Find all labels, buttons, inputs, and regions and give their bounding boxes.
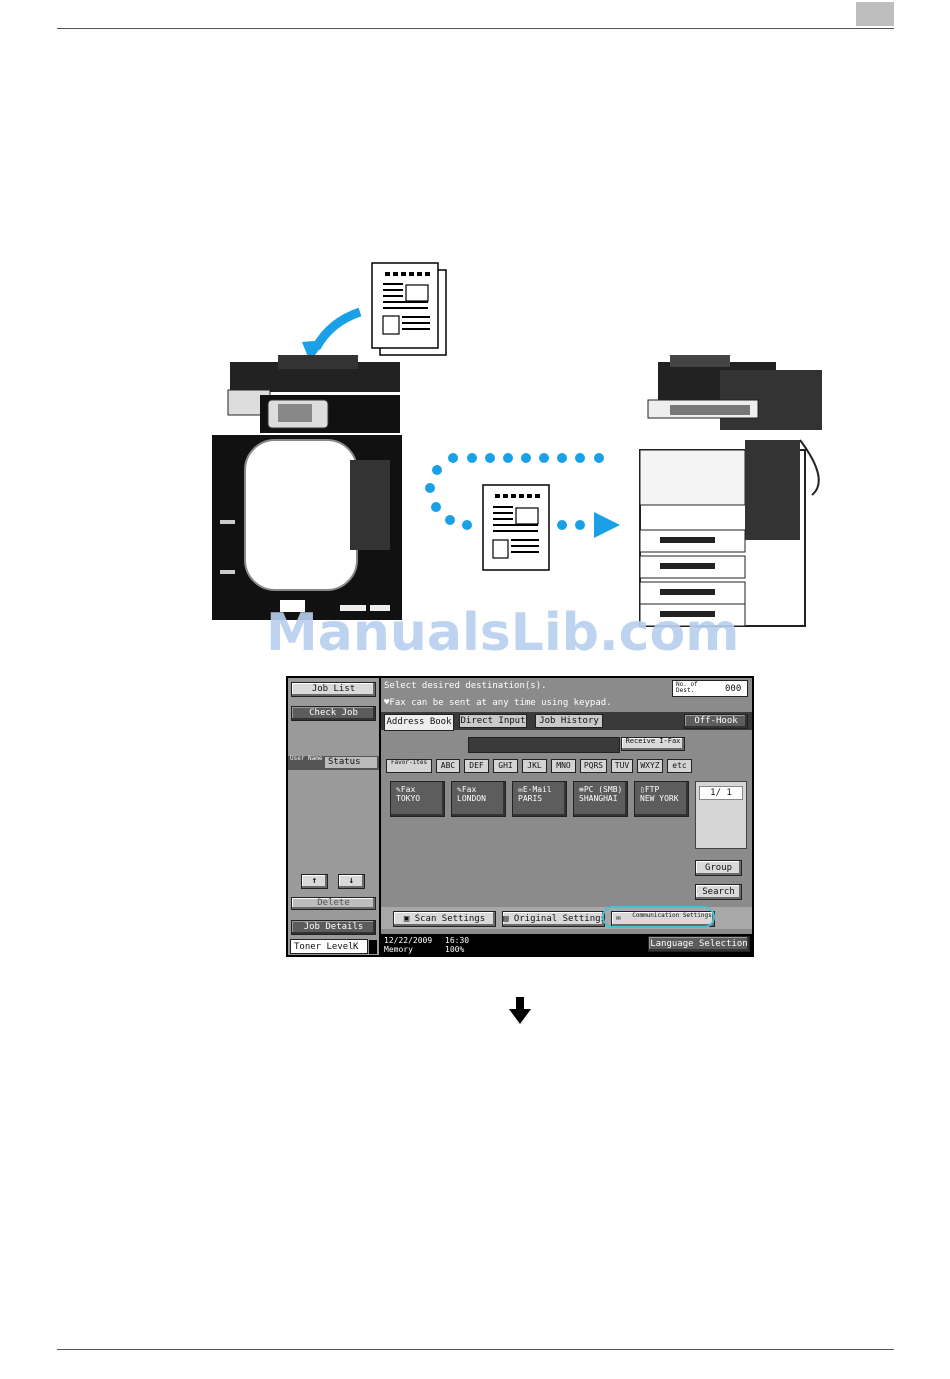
tab-address-book[interactable]: Address Book [384, 714, 454, 731]
destination-area: Select desired destination(s). ♥Fax can … [381, 678, 752, 955]
scroll-down-button[interactable]: ↓ [338, 874, 365, 889]
job-list-button[interactable]: Job List [291, 682, 376, 697]
destination-button-tokyo[interactable]: ✎Fax TOKYO [390, 781, 445, 817]
destination-type: Fax [400, 785, 416, 794]
destination-count: No. of Dest. 000 [672, 680, 748, 697]
destination-type: Fax [461, 785, 477, 794]
scan-settings-button[interactable]: ▣ Scan Settings [393, 911, 496, 927]
destination-type: E-Mail [522, 785, 552, 794]
destination-name: SHANGHAI [579, 794, 618, 803]
instruction-message: Select desired destination(s). [384, 681, 547, 691]
status-date: 12/22/2009 [384, 936, 433, 945]
index-key-abc[interactable]: ABC [436, 759, 460, 773]
index-key-pqrs[interactable]: PQRS [580, 759, 607, 773]
tab-direct-input[interactable]: Direct Input [459, 714, 527, 728]
original-settings-icon: ▤ [503, 914, 514, 924]
destination-name: LONDON [457, 794, 486, 803]
destination-name: PARIS [518, 794, 543, 803]
job-sidebar: Job List Check Job User Name Status ↑ ↓ … [288, 678, 379, 955]
language-selection-button[interactable]: Language Selection [648, 936, 750, 952]
fax-icon: ✎ [396, 785, 401, 794]
index-key-jkl[interactable]: JKL [522, 759, 547, 773]
scroll-up-button[interactable]: ↑ [301, 874, 328, 889]
destination-name: NEW YORK [640, 794, 679, 803]
destination-type: PC (SMB) [583, 785, 623, 794]
toner-color-k: K [353, 942, 359, 952]
index-key-etc[interactable]: etc [667, 759, 692, 773]
index-key-ghi[interactable]: GHI [493, 759, 518, 773]
info-icon: ♥ [384, 698, 390, 708]
column-user-name: User Name [290, 755, 323, 762]
ftp-icon: ▯ [640, 785, 645, 794]
off-hook-button[interactable]: Off-Hook [684, 714, 748, 729]
down-arrow-icon [509, 997, 531, 1024]
search-button[interactable]: Search [695, 884, 742, 900]
memory-label: Memory [384, 945, 413, 954]
sending-machine-icon [212, 355, 402, 620]
delete-button[interactable]: Delete [291, 897, 376, 910]
footer-rule [57, 1349, 894, 1350]
toner-level-indicator: Toner Level K [290, 939, 368, 954]
status-bar: 12/22/2009 16:30 Memory 100% Language Se… [381, 934, 752, 955]
original-settings-button[interactable]: ▤ Original Settings [502, 911, 605, 927]
transmitted-document-icon [482, 484, 550, 571]
transmission-path-dots [425, 453, 604, 530]
destination-button-paris[interactable]: ✉E-Mail PARIS [512, 781, 567, 817]
index-key-mno[interactable]: MNO [551, 759, 576, 773]
page-indicator-panel: 1/ 1 [695, 781, 747, 849]
index-key-favorites[interactable]: Favor-ites [386, 759, 432, 773]
page-indicator: 1/ 1 [699, 786, 743, 800]
dest-count-value: 000 [725, 684, 742, 694]
communication-settings-label: Communication Settings [632, 912, 712, 919]
dest-count-label: No. of Dest. [676, 681, 698, 694]
source-document-icon [371, 262, 447, 356]
page-header-tab [856, 2, 894, 26]
original-settings-label: Original Settings [513, 914, 605, 924]
index-key-wxyz[interactable]: WXYZ [637, 759, 663, 773]
memory-value: 100% [445, 945, 465, 954]
destination-button-new-york[interactable]: ▯FTP NEW YORK [634, 781, 689, 817]
communication-settings-icon: ✉ [616, 913, 621, 922]
index-key-def[interactable]: DEF [464, 759, 489, 773]
destination-button-shanghai[interactable]: ≡PC (SMB) SHANGHAI [573, 781, 628, 817]
destination-name: TOKYO [396, 794, 421, 803]
fax-hint-message: ♥Fax can be sent at any time using keypa… [384, 698, 612, 708]
pc-smb-icon: ≡ [579, 785, 584, 794]
highlight-ring [602, 906, 715, 928]
index-key-tuv[interactable]: TUV [611, 759, 633, 773]
toner-level-label: Toner Level [294, 942, 354, 952]
group-button[interactable]: Group [695, 860, 742, 876]
destination-search-field[interactable] [468, 737, 620, 753]
destination-type: FTP [644, 785, 660, 794]
column-status: Status [325, 757, 377, 768]
header-rule [57, 28, 894, 29]
fax-hint-text: Fax can be sent at any time using keypad… [389, 698, 612, 708]
email-icon: ✉ [518, 785, 523, 794]
scan-settings-label: Scan Settings [414, 914, 486, 924]
check-job-button[interactable]: Check Job [291, 706, 376, 721]
scan-settings-icon: ▣ [403, 914, 415, 924]
receiving-machine-icon [639, 355, 822, 627]
watermark-text: ManualsLib.com [266, 603, 740, 663]
job-table-header: User Name Status [288, 756, 379, 770]
fax-icon: ✎ [457, 785, 462, 794]
fax-transmission-illustration [212, 262, 822, 627]
receive-ifax-button[interactable]: Receive I-Fax [621, 737, 685, 751]
tab-job-history[interactable]: Job History [535, 714, 603, 728]
transmission-arrow-icon [594, 512, 620, 538]
fax-control-panel: Job List Check Job User Name Status ↑ ↓ … [286, 676, 754, 957]
status-time: 16:30 [445, 936, 470, 945]
destination-button-london[interactable]: ✎Fax LONDON [451, 781, 506, 817]
job-details-button[interactable]: Job Details [291, 920, 376, 935]
toner-bar [369, 940, 377, 954]
